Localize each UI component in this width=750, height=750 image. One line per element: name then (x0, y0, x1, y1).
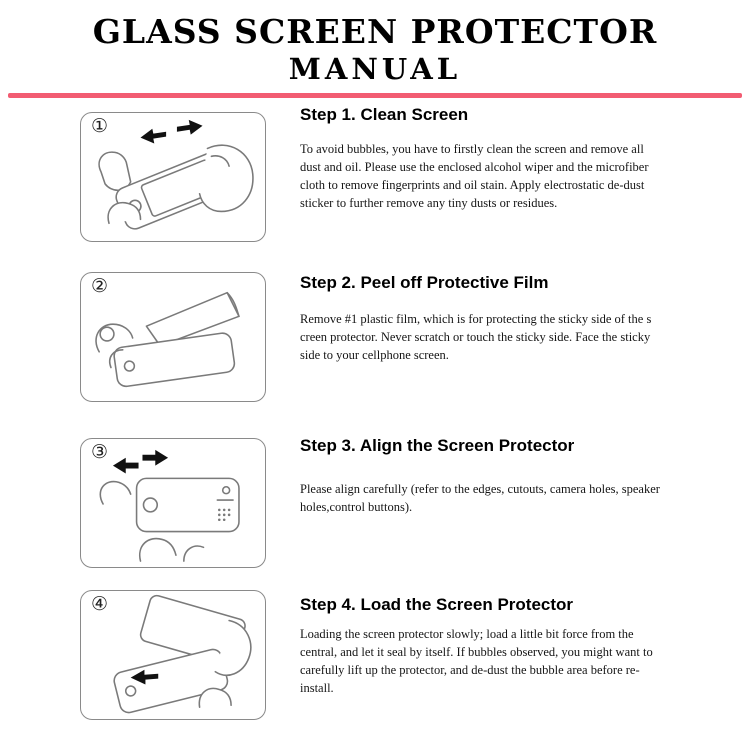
step-number-badge: ③ (91, 441, 109, 463)
left-hand (98, 151, 132, 192)
step-heading: Step 1. Clean Screen (300, 105, 469, 124)
page-title: GLASS SCREEN PROTECTOR MANUAL (0, 12, 750, 86)
phone-outline (113, 332, 236, 388)
step-row: ② Step 2. Peel off Protective Film Remov… (0, 272, 750, 417)
camera-hole (221, 485, 231, 495)
step-number-badge: ④ (91, 593, 109, 615)
step-number-badge: ① (91, 115, 109, 137)
wrist-line (108, 349, 124, 369)
left-hand (99, 480, 132, 505)
step-row: ③ Step 3. Align the Screen Protector Ple… (0, 436, 750, 583)
right-hand-thumb (210, 155, 230, 167)
phone-outline (135, 477, 240, 533)
home-button (142, 497, 159, 513)
title-line-2: MANUAL (288, 52, 462, 86)
step-body: Please align carefully (refer to the edg… (300, 482, 660, 515)
step-heading: Step 2. Peel off Protective Film (300, 273, 549, 292)
speaker-holes (217, 508, 231, 522)
step-illustration-box: ④ (80, 590, 266, 720)
load-arrow-icon (130, 669, 159, 685)
step-2-illustration (95, 291, 240, 388)
title-line-1: GLASS SCREEN PROTECTOR (92, 12, 658, 51)
title-divider (8, 93, 742, 98)
step-1-illustration (98, 119, 254, 230)
step-row: ① Step 1. Clean Screen To avoid bubbles,… (0, 105, 750, 257)
step-row: ④ Step 4. Load the Screen Protector Load… (0, 590, 750, 735)
step-body: Remove #1 plastic film, which is for pro… (300, 312, 652, 363)
right-hand (198, 144, 254, 213)
bottom-hand (107, 201, 142, 225)
home-button (124, 685, 137, 697)
step-illustration-box: ① (80, 112, 266, 242)
step-heading: Step 4. Load the Screen Protector (300, 595, 574, 614)
step-illustration-box: ② (80, 272, 266, 402)
step-heading: Step 3. Align the Screen Protector (300, 436, 575, 455)
wipe-arrow-left-icon (140, 128, 167, 144)
home-button (123, 360, 136, 372)
bottom-hand (138, 537, 177, 562)
wipe-arrow-right-icon (176, 119, 203, 135)
step-body: To avoid bubbles, you have to firstly cl… (300, 142, 649, 211)
step-illustration-box: ③ (80, 438, 266, 568)
film-curl (226, 291, 240, 318)
thumb-tip (99, 326, 115, 342)
step-body: Loading the screen protector slowly; loa… (300, 627, 653, 696)
align-arrow-left-icon (112, 457, 139, 474)
align-arrow-right-icon (142, 449, 169, 466)
step-3-illustration (99, 449, 240, 562)
bottom-hand-finger (183, 545, 205, 562)
step-4-illustration (113, 594, 252, 714)
right-hand (214, 619, 252, 676)
step-number-badge: ② (91, 275, 109, 297)
bottom-hand (198, 687, 232, 708)
